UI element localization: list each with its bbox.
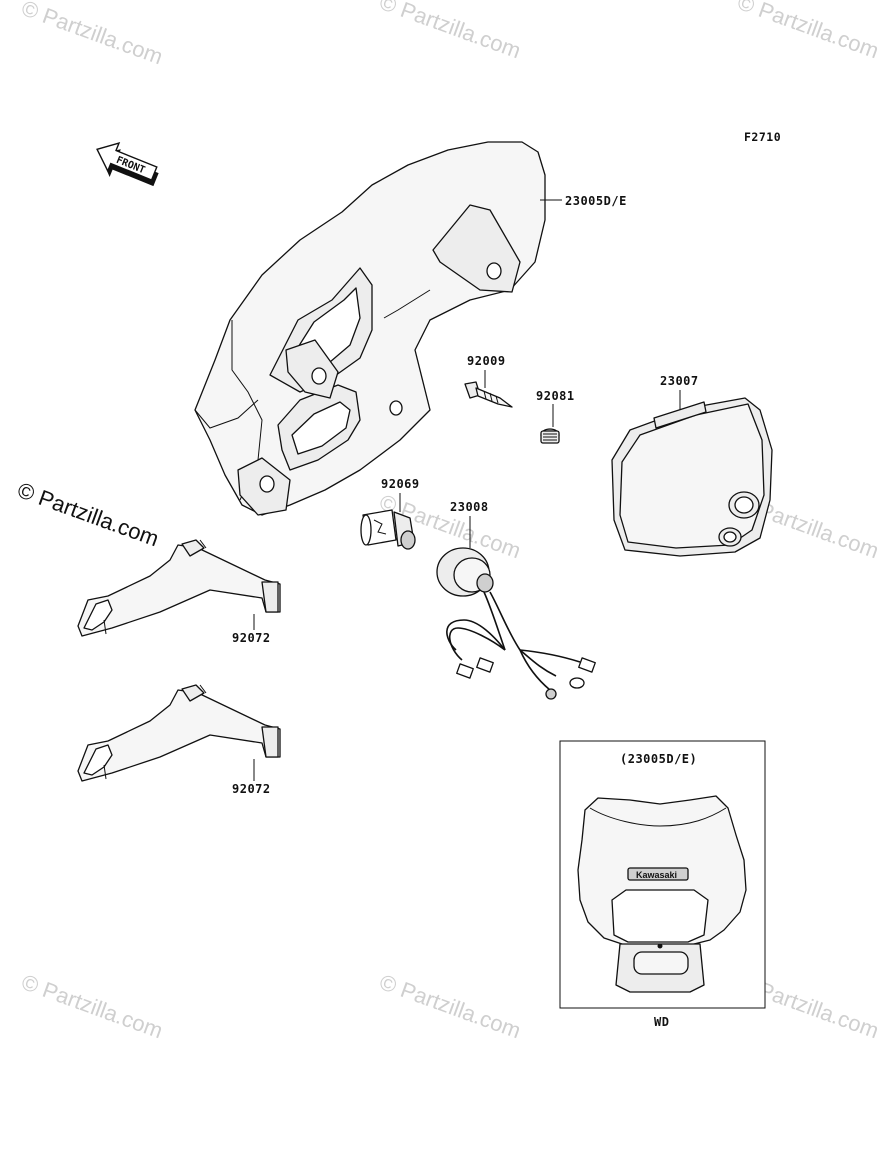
inset-panel: (23005D/E) Kawasaki WD <box>559 740 766 1029</box>
watermark: © Partzilla.com <box>18 969 166 1043</box>
headlight-cover: 23005D/E <box>194 141 627 516</box>
bolt: 92009 <box>464 354 513 408</box>
bulb: 92069 <box>360 477 420 550</box>
part-number-headlight-cover: 23005D/E <box>565 194 627 208</box>
part-number-collar: 92081 <box>536 389 575 403</box>
front-arrow-icon: FRONT <box>96 142 159 187</box>
figure-code: F2710 <box>744 130 781 144</box>
part-number-bolt: 92009 <box>467 354 506 368</box>
watermark: © Partzilla.com <box>376 969 524 1043</box>
part-number-lens-unit: 23007 <box>660 374 699 388</box>
part-number-socket: 23008 <box>450 500 489 514</box>
inset-caption: WD <box>654 1015 669 1029</box>
collar: 92081 <box>536 389 575 444</box>
part-number-bulb: 92069 <box>381 477 420 491</box>
inset-title: (23005D/E) <box>620 752 697 766</box>
bracket-lower: 92072 <box>77 684 281 796</box>
bracket-upper: 92072 <box>77 539 281 645</box>
part-number-bracket-upper: 92072 <box>232 631 271 645</box>
watermark: © Partzilla.com <box>18 0 166 69</box>
watermark-dark: © Partzilla.com <box>14 477 162 551</box>
inset-brand-text: Kawasaki <box>636 870 677 880</box>
socket: 23008 <box>436 500 596 700</box>
part-number-bracket-lower: 92072 <box>232 782 271 796</box>
watermark: © Partzilla.com <box>376 0 524 63</box>
watermark: © Partzilla.com <box>734 0 882 63</box>
lens-unit: 23007 <box>611 374 773 557</box>
